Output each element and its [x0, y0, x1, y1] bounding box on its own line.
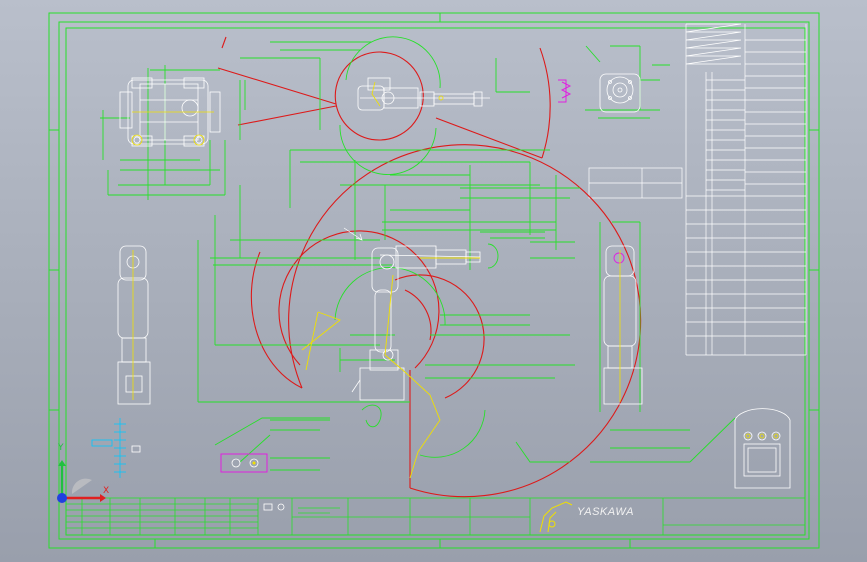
end-effector-outline [361, 243, 499, 428]
title-block-logo-icon [539, 501, 573, 533]
yaskawa-logo-text: YASKAWA [577, 506, 634, 518]
robot-arm-plan-view [357, 77, 490, 111]
title-block-small-icon [263, 503, 285, 511]
scale-marker [91, 418, 141, 478]
dimension-lines [100, 41, 736, 471]
robot-right-elevation [603, 245, 643, 405]
ucs-icon [57, 460, 106, 503]
robot-arm-plan-accent [371, 81, 444, 107]
robot-right-elevation-highlight [613, 252, 625, 264]
flange-side-highlight [558, 79, 572, 103]
flange-detail [599, 73, 641, 113]
robot-side-view-accent [301, 257, 480, 479]
robot-base-view [734, 408, 791, 489]
title-block [65, 497, 806, 536]
working-range-arcs [217, 36, 642, 498]
robot-base-accent [745, 433, 779, 439]
ucs-x-label: X [103, 486, 110, 496]
ucs-y-label: Y [58, 443, 64, 453]
robot-side-view [351, 245, 481, 401]
robot-top-view-accent [131, 111, 214, 146]
small-data-table [588, 167, 683, 199]
robot-left-elevation [117, 245, 151, 405]
arrow-marker [343, 227, 363, 241]
green-circles [334, 36, 486, 458]
revision-table [685, 23, 807, 356]
connector-detail [220, 453, 268, 473]
